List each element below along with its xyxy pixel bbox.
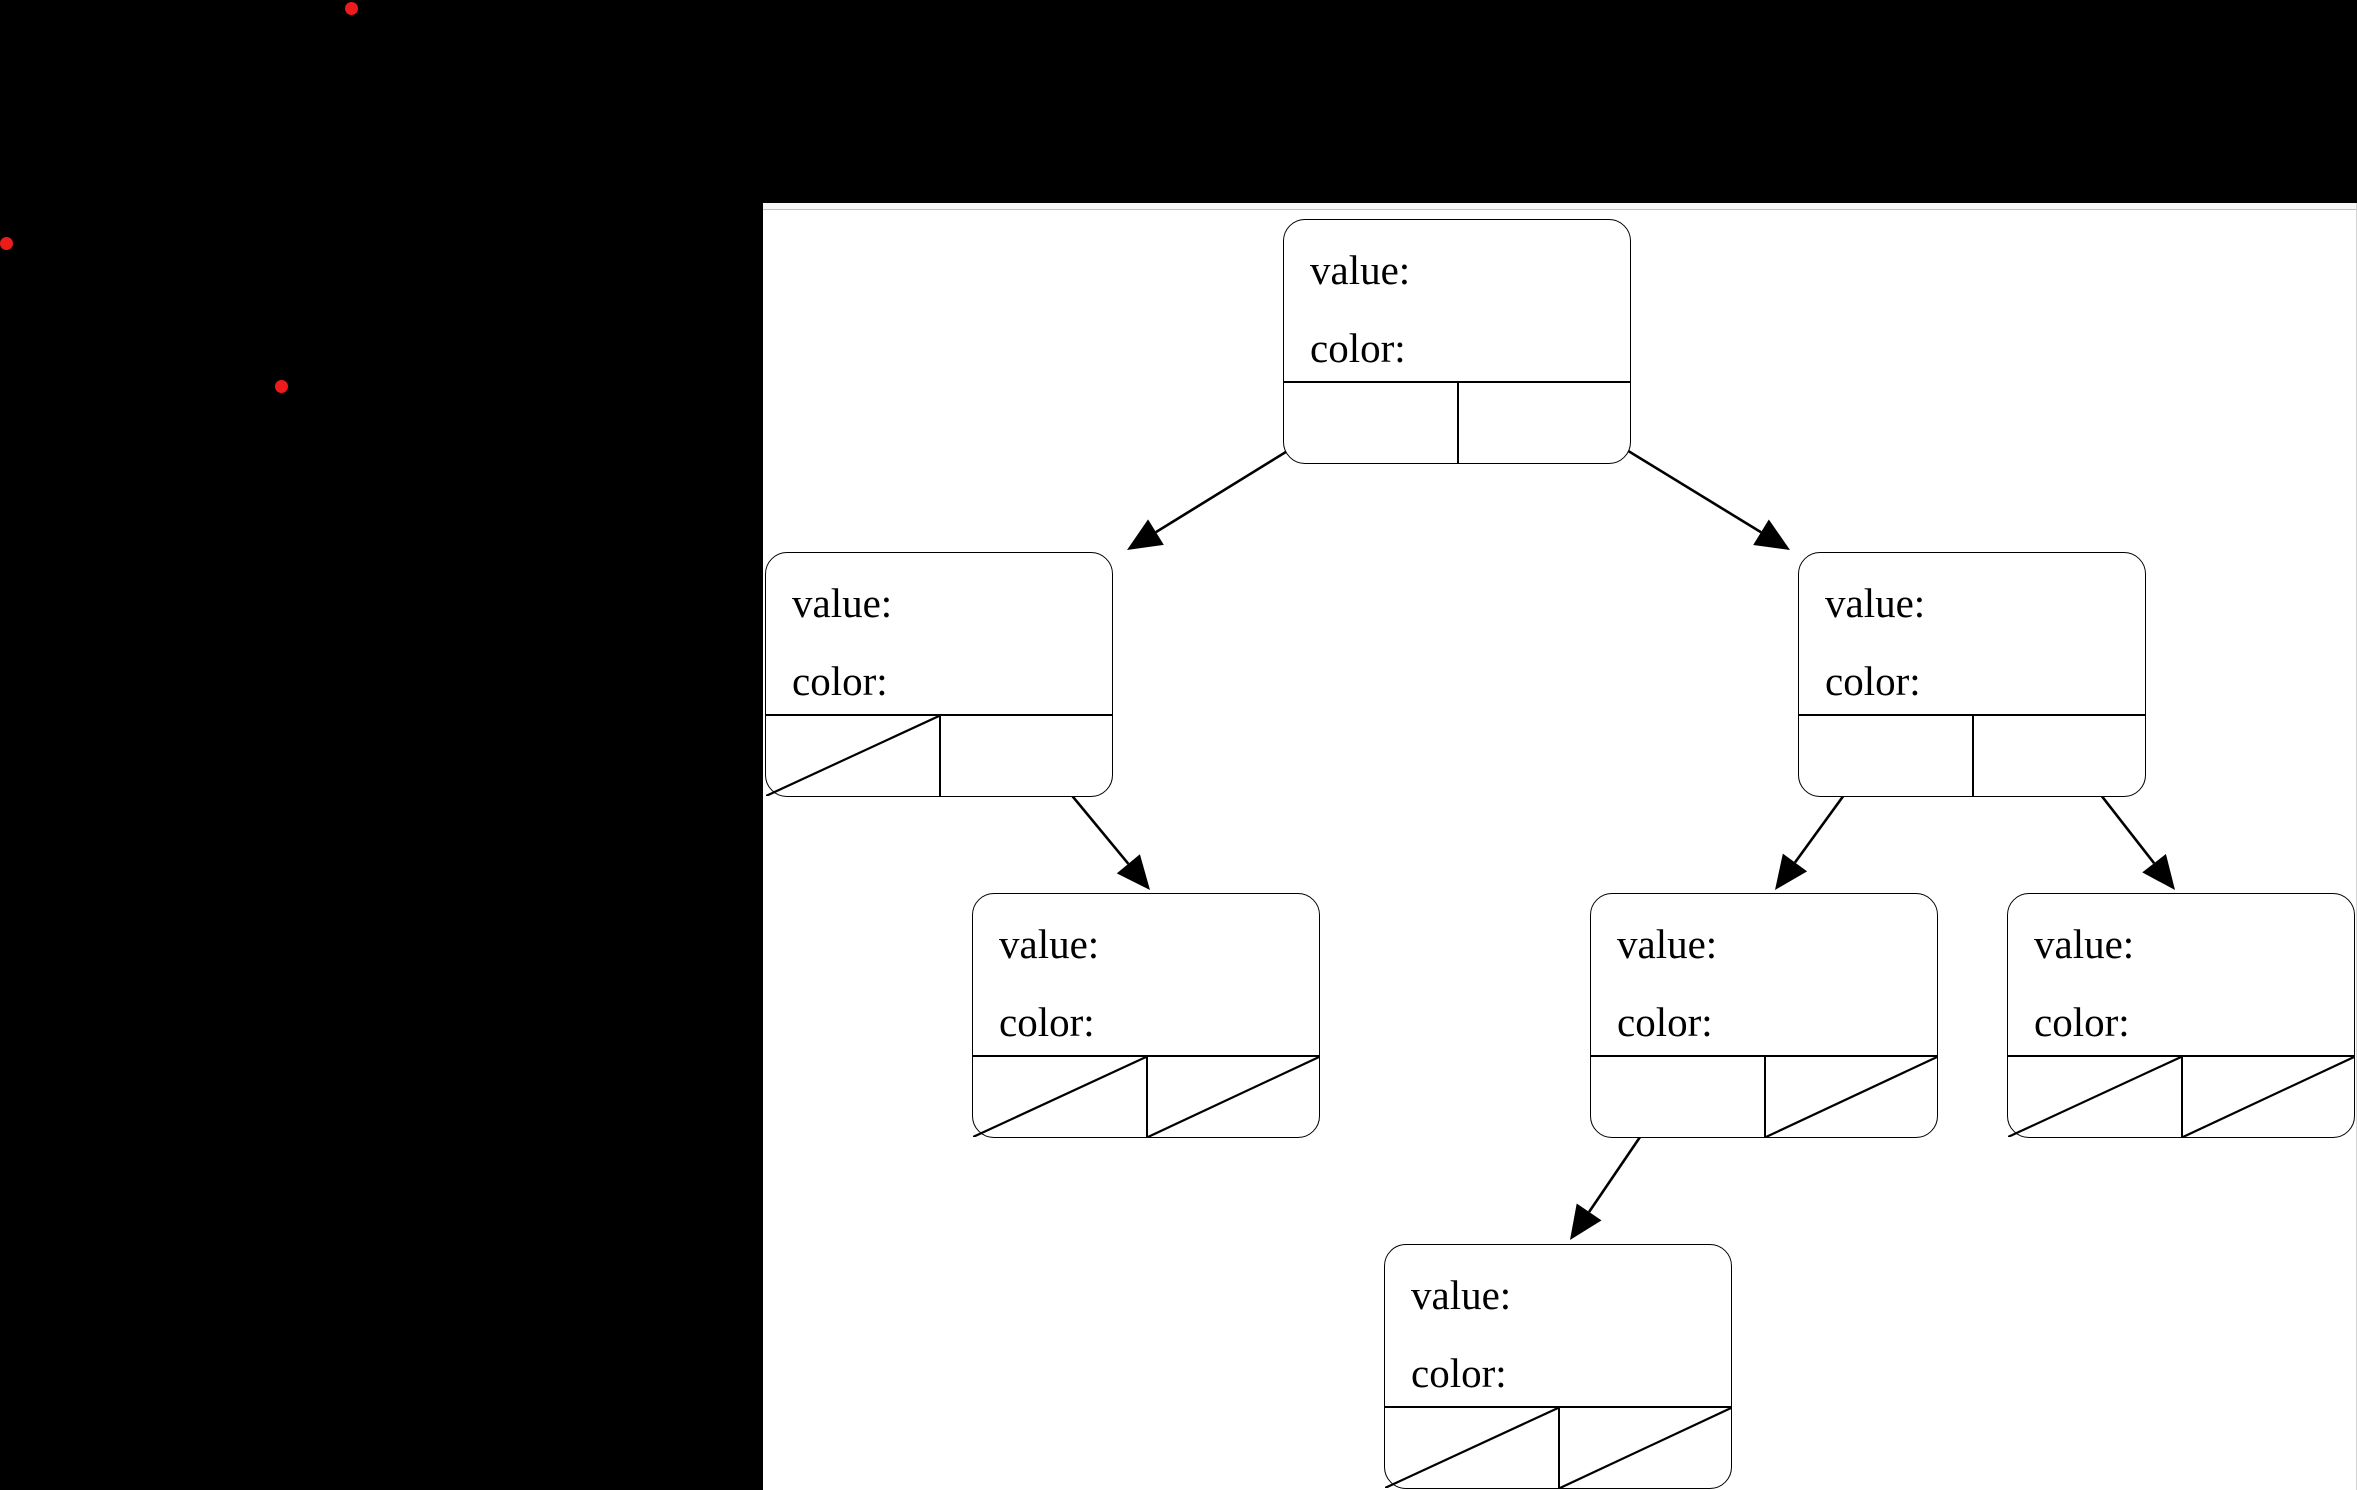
edge-rl-to-deep-arrowhead (1570, 1203, 1602, 1240)
tree-node-left-right-pointer-bar (973, 1055, 1319, 1137)
tree-node-deep-pointer-bar (1385, 1406, 1731, 1488)
tree-node-deep-left-null-slash-icon (1385, 1408, 1558, 1488)
tree-node-right-left-value-label: value: (1617, 921, 1718, 967)
tree-node-right-left-right-null-slash-icon (1766, 1057, 1937, 1137)
edge-right-to-right-child-arrowhead (2142, 853, 2175, 890)
tree-node-root-left-pointer-cell[interactable] (1284, 383, 1457, 463)
tree-node-deep-value-label: value: (1411, 1272, 1512, 1318)
tree-node-left-body: value: color: (766, 553, 1112, 739)
edge-root-to-right-arrowhead (1753, 519, 1790, 550)
tree-node-right-right-right-null-slash-icon (2183, 1057, 2354, 1137)
tree-node-left-left-pointer-cell[interactable] (766, 716, 939, 796)
tree-node-deep[interactable]: value: color: (1384, 1244, 1732, 1489)
tree-node-right-body: value: color: (1799, 553, 2145, 739)
panel-top-strip (763, 203, 2357, 210)
tree-node-left-value-label: value: (792, 580, 893, 626)
tree-node-right-right-right-pointer-cell[interactable] (2181, 1057, 2354, 1137)
tree-node-right-value-label: value: (1825, 580, 1926, 626)
marker-left-dot (0, 237, 13, 250)
tree-node-right-left-right-pointer-cell[interactable] (1764, 1057, 1937, 1137)
tree-node-root[interactable]: value: color: (1283, 219, 1631, 464)
tree-node-right-left-pointer-bar (1591, 1055, 1937, 1137)
tree-node-right-pointer-bar (1799, 714, 2145, 796)
marker-top-dot (345, 2, 358, 15)
tree-node-right-left-color-label: color: (1617, 999, 1713, 1045)
tree-node-deep-body: value: color: (1385, 1245, 1731, 1431)
tree-node-root-body: value: color: (1284, 220, 1630, 406)
tree-node-right-right-left-pointer-cell[interactable] (2008, 1057, 2181, 1137)
tree-node-deep-right-pointer-cell[interactable] (1558, 1408, 1731, 1488)
tree-node-right-left-left-pointer-cell[interactable] (1591, 1057, 1764, 1137)
tree-node-left-right-pointer-cell[interactable] (939, 716, 1112, 796)
tree-node-deep-color-label: color: (1411, 1350, 1507, 1396)
tree-node-root-color-label: color: (1310, 325, 1406, 371)
tree-node-left-color-label: color: (792, 658, 888, 704)
tree-node-root-right-pointer-cell[interactable] (1457, 383, 1630, 463)
tree-node-right-right-body: value: color: (2008, 894, 2354, 1080)
edge-root-to-left-arrowhead (1127, 519, 1164, 550)
tree-node-root-pointer-bar (1284, 381, 1630, 463)
tree-node-right-left[interactable]: value: color: (1590, 893, 1938, 1138)
tree-node-root-value-label: value: (1310, 247, 1411, 293)
tree-node-right-right-pointer-cell[interactable] (1972, 716, 2145, 796)
tree-node-deep-left-pointer-cell[interactable] (1385, 1408, 1558, 1488)
tree-node-left-right-left-null-slash-icon (973, 1057, 1146, 1137)
tree-node-right[interactable]: value: color: (1798, 552, 2146, 797)
tree-node-left-right-right-null-slash-icon (1148, 1057, 1319, 1137)
tree-node-right-left-body: value: color: (1591, 894, 1937, 1080)
tree-node-deep-right-null-slash-icon (1560, 1408, 1731, 1488)
tree-node-left-right-color-label: color: (999, 999, 1095, 1045)
tree-node-left-right[interactable]: value: color: (972, 893, 1320, 1138)
tree-node-right-right-pointer-bar (2008, 1055, 2354, 1137)
tree-node-right-color-label: color: (1825, 658, 1921, 704)
tree-node-left[interactable]: value: color: (765, 552, 1113, 797)
tree-node-right-right-value-label: value: (2034, 921, 2135, 967)
tree-node-left-left-null-slash-icon (766, 716, 939, 796)
tree-node-left-right-body: value: color: (973, 894, 1319, 1080)
tree-node-left-pointer-bar (766, 714, 1112, 796)
marker-middle-dot (275, 380, 288, 393)
edge-left-to-right-child-arrowhead (1116, 854, 1150, 890)
tree-node-left-right-left-pointer-cell[interactable] (973, 1057, 1146, 1137)
tree-node-right-left-pointer-cell[interactable] (1799, 716, 1972, 796)
tree-node-left-right-right-pointer-cell[interactable] (1146, 1057, 1319, 1137)
tree-node-right-right-color-label: color: (2034, 999, 2130, 1045)
diagram-viewport[interactable]: value:color:value:color:value:color:valu… (763, 203, 2357, 1490)
edge-right-to-left-child-arrowhead (1775, 853, 1808, 890)
tree-node-left-right-value-label: value: (999, 921, 1100, 967)
tree-node-right-right[interactable]: value: color: (2007, 893, 2355, 1138)
tree-node-right-right-left-null-slash-icon (2008, 1057, 2181, 1137)
